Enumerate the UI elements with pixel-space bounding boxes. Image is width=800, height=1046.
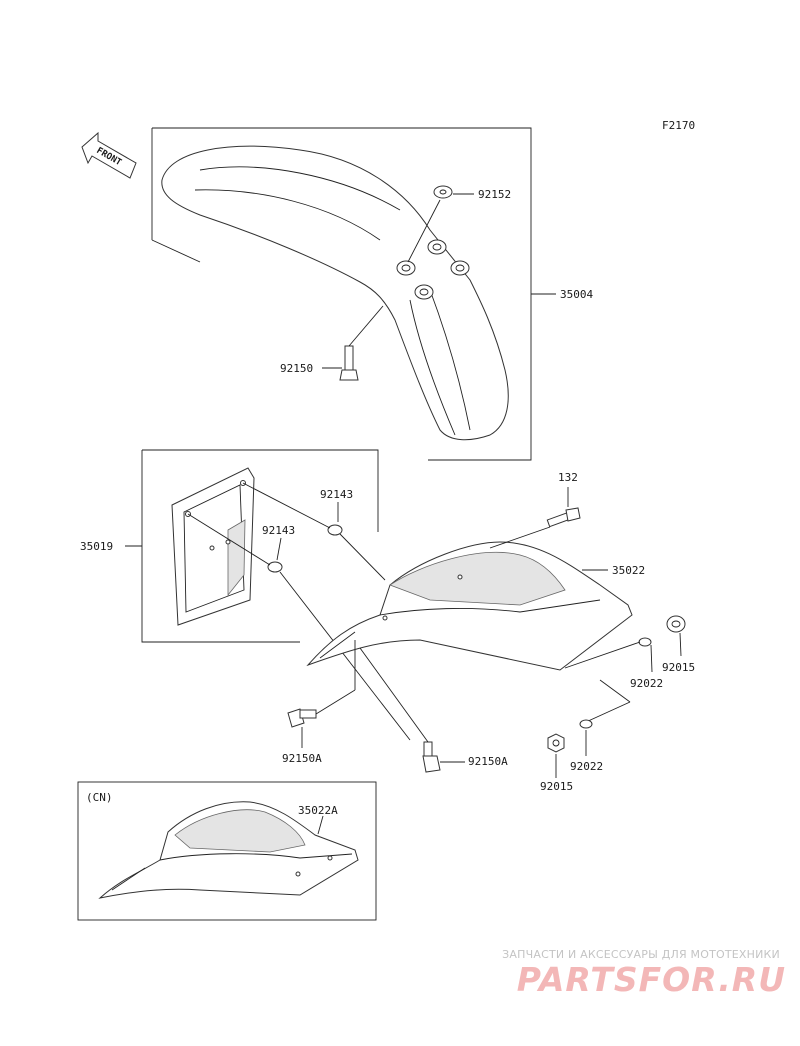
bolt-92150 [322, 305, 384, 381]
part-label-92022-a: 92022 [630, 677, 663, 690]
bolt-92150A-b [359, 647, 465, 773]
cn-variant-group [77, 781, 377, 921]
washer-92022-b [579, 719, 593, 729]
variant-label: (CN) [86, 791, 113, 804]
washer-92152 [433, 185, 453, 199]
part-label-92022-b: 92022 [570, 760, 603, 773]
part-label-92143-a: 92143 [320, 488, 353, 501]
nut-92015-a [666, 615, 686, 633]
watermark-tagline: ЗАПЧАСТИ И АКСЕССУАРЫ ДЛЯ МОТОТЕХНИКИ [502, 948, 780, 961]
part-label-35019: 35019 [80, 540, 113, 553]
part-label-35022A: 35022A [298, 804, 338, 817]
rear-fender-group [287, 487, 686, 778]
watermark-brand[interactable]: PARTSFOR.RU [516, 960, 786, 999]
part-label-92150A-a: 92150A [282, 752, 322, 765]
washer-92143-a [327, 524, 343, 536]
bolt-132 [489, 487, 581, 549]
plate-bracket-group [125, 449, 411, 741]
part-label-132: 132 [558, 471, 578, 484]
washer-92143-b [267, 561, 283, 573]
figure-code: F2170 [662, 119, 695, 132]
part-label-35022: 35022 [612, 564, 645, 577]
part-label-92150A-b: 92150A [468, 755, 508, 768]
part-label-35004: 35004 [560, 288, 593, 301]
part-label-92150: 92150 [280, 362, 313, 375]
washer-92022-a [638, 637, 652, 647]
front-fender-group [151, 127, 556, 461]
front-arrow-icon: FRONT [81, 131, 137, 179]
part-label-92015-b: 92015 [540, 780, 573, 793]
front-fender [161, 145, 509, 441]
part-label-92152: 92152 [478, 188, 511, 201]
nut-92015-b [547, 733, 565, 753]
bolt-92150A-a [287, 640, 356, 748]
part-label-92143-b: 92143 [262, 524, 295, 537]
part-label-92015-a: 92015 [662, 661, 695, 674]
